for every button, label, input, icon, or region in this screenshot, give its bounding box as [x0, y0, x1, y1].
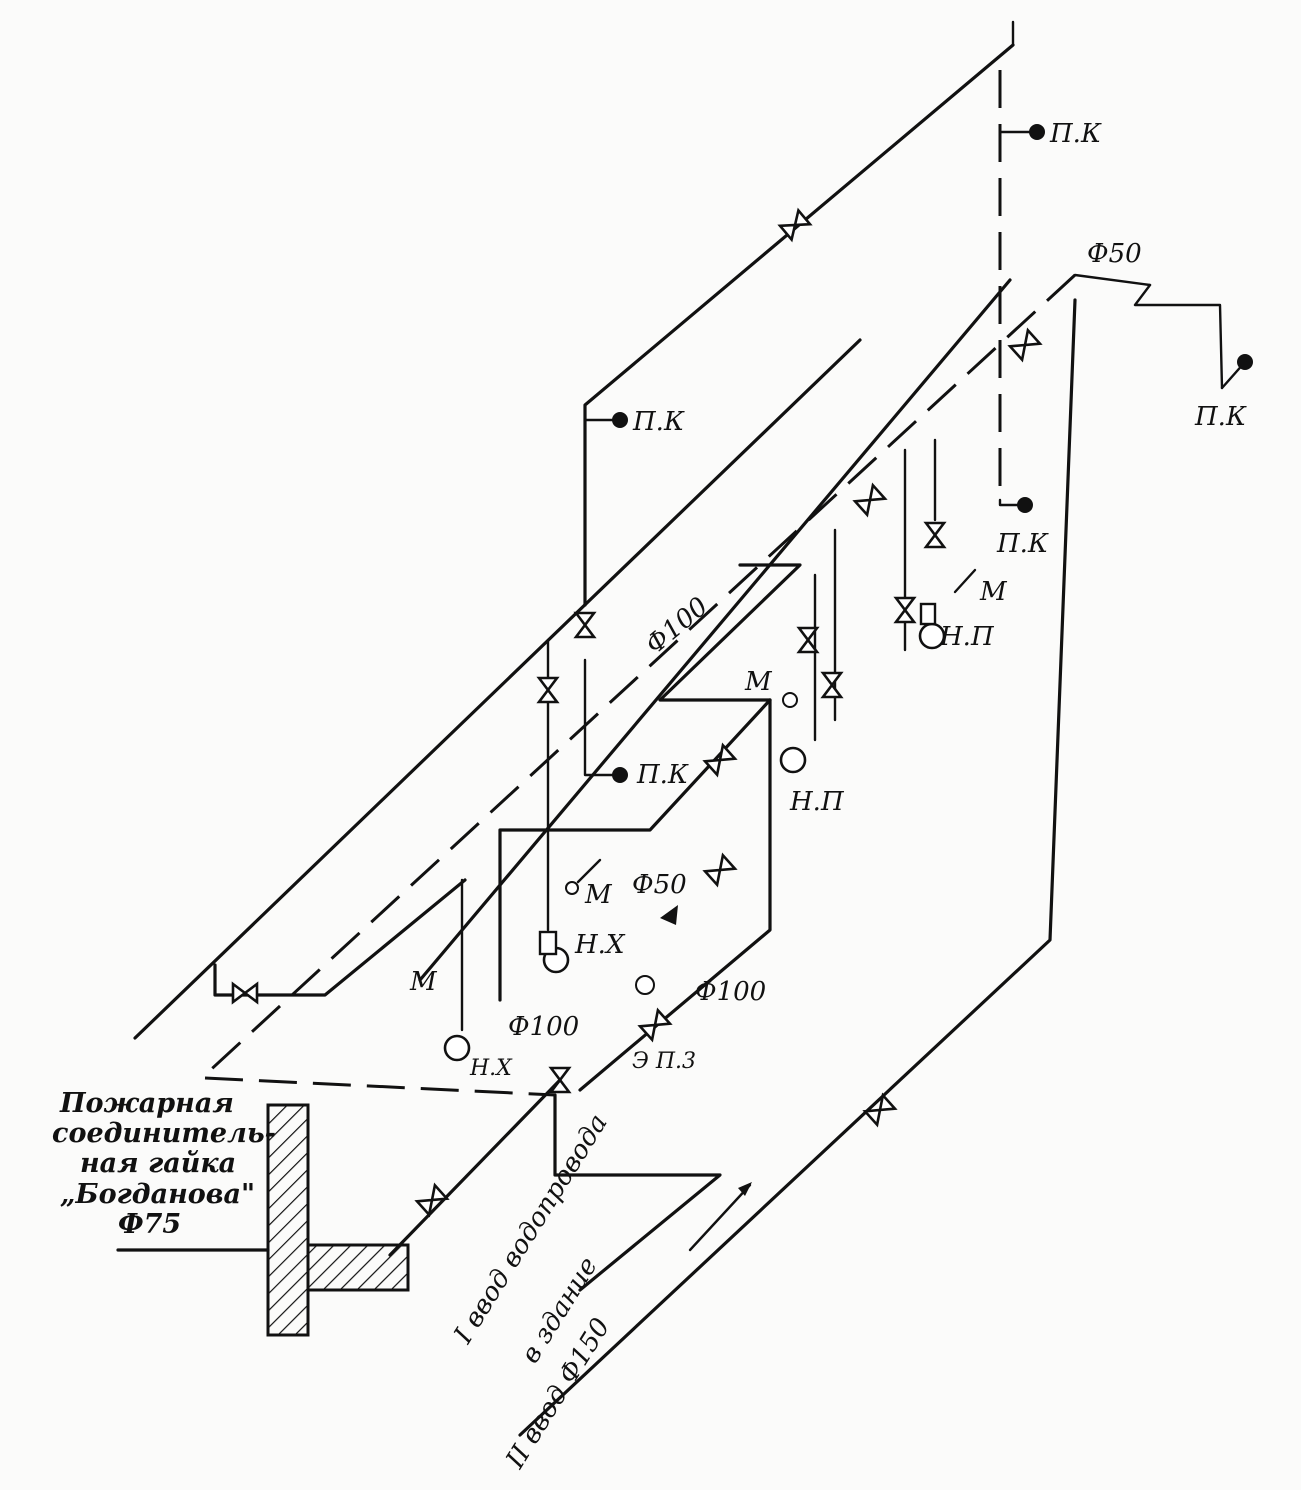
inlet-2-riser — [518, 298, 1077, 1437]
label-pk: П.К — [1049, 119, 1102, 149]
pressure-gauge-icon — [782, 692, 798, 708]
label-pk: П.К — [632, 407, 685, 437]
pump-icon — [779, 746, 807, 774]
fire-hydrant-icon — [612, 767, 628, 783]
label-epz: Э П.3 — [632, 1049, 696, 1074]
fire-hydrant-icon — [1029, 124, 1045, 140]
label-d100: Ф100 — [640, 592, 714, 661]
upper-diagonals — [133, 273, 1253, 1077]
label-m: М — [584, 880, 613, 910]
fire-hydrant-icon — [612, 412, 628, 428]
central-branch — [537, 412, 628, 932]
fire-nut-label-1: Пожарная — [59, 1088, 234, 1119]
pump-group-right — [894, 438, 977, 652]
flow-arrow-icon — [688, 1183, 752, 1252]
label-m: М — [409, 967, 438, 997]
label-nh: Н.Х — [574, 930, 626, 960]
pump-icon — [443, 1034, 471, 1062]
label-m: М — [979, 577, 1008, 607]
valve-icon — [231, 982, 259, 1004]
pump-group-mid — [779, 528, 843, 774]
label-m: М — [744, 667, 773, 697]
label-pk: П.К — [996, 529, 1049, 559]
wall-section-icon — [116, 1103, 410, 1337]
label-d100: Ф100 — [508, 1012, 579, 1042]
pump-group-left — [443, 858, 655, 1062]
valve-icon — [894, 596, 916, 624]
valve-icon — [703, 743, 737, 777]
valve-icon — [574, 611, 596, 639]
valve-icon — [537, 676, 559, 704]
label-d50: Ф50 — [632, 870, 687, 900]
fire-nut-label-3: ная гайка — [80, 1148, 236, 1179]
label-nh: Н.Х — [469, 1056, 513, 1081]
valve-icon — [703, 853, 737, 887]
label-np: Н.П — [789, 787, 845, 817]
valve-icon — [821, 671, 843, 699]
right-riser — [998, 20, 1045, 513]
inlet-1-label-1: I ввод водопровода — [448, 1109, 614, 1350]
d100-loop — [498, 563, 802, 1092]
fire-nut-label-4: „Богданова" — [60, 1179, 255, 1210]
fire-nut-label-5: Ф75 — [118, 1209, 181, 1240]
label-pk: П.К — [1194, 402, 1247, 432]
check-valve-icon — [660, 905, 678, 925]
valve-icon — [853, 483, 887, 517]
lower-section — [204, 878, 752, 1292]
label-d100: Ф100 — [695, 977, 766, 1007]
label-np: Н.П — [939, 622, 995, 652]
pressure-gauge-icon — [635, 975, 655, 995]
top-diagonal-main — [583, 43, 1015, 607]
valve-icon — [924, 521, 946, 549]
pressure-gauge-icon — [565, 881, 579, 895]
labels: П.К Ф50 П.К П.К П.К П.К М Н.П Ф100 М Н.П… — [52, 119, 1247, 1475]
label-pk: П.К — [636, 760, 689, 790]
fire-hydrant-icon — [1017, 497, 1033, 513]
label-d50: Ф50 — [1087, 239, 1142, 269]
fire-nut-label-2: соединитель- — [52, 1118, 276, 1149]
valve-icon — [1008, 328, 1042, 362]
